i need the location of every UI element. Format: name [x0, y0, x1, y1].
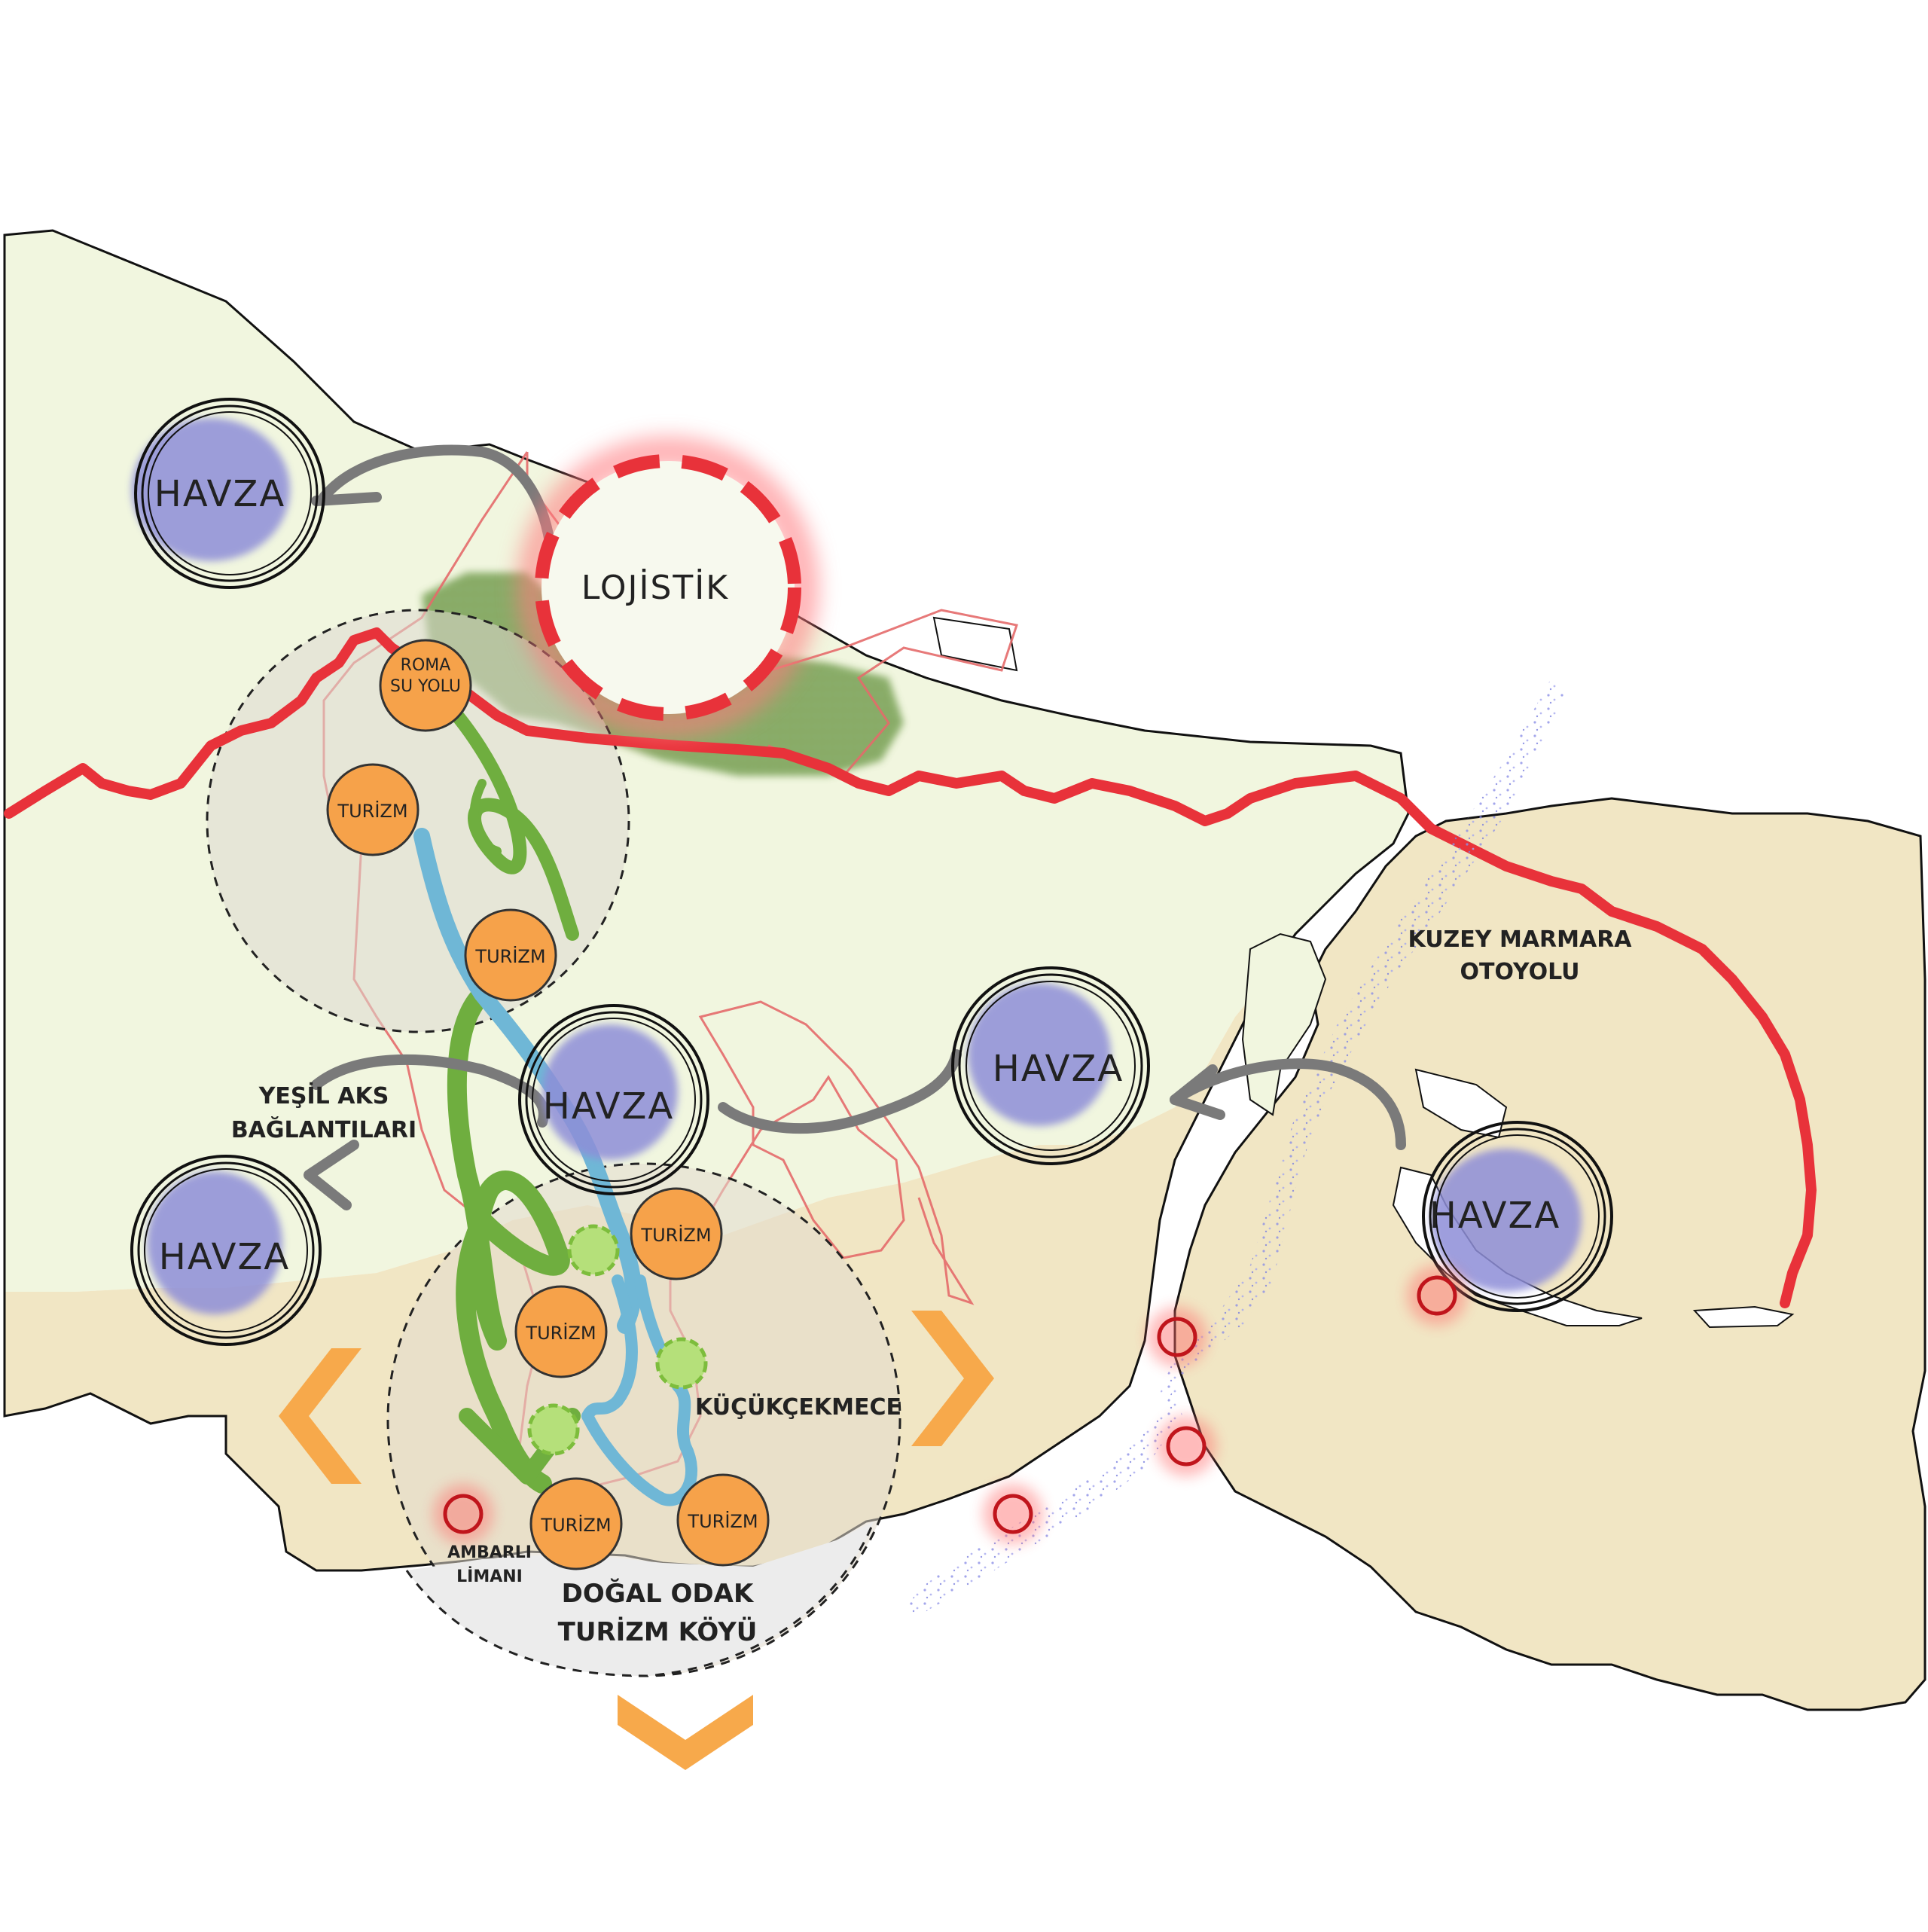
turizm-label-3: TURİZM [640, 1224, 711, 1246]
green-axis-loop [469, 779, 502, 856]
arrow-havza-center-2 [718, 1049, 962, 1134]
sea-part-of-circle [407, 1521, 874, 1676]
turizm-label-2: TURİZM [474, 945, 545, 967]
green-node-3[interactable] [527, 1403, 580, 1456]
arrow-havza-nw-head [311, 492, 382, 506]
havza-label-sw: HAVZA [159, 1236, 290, 1278]
turizm-node-2[interactable]: TURİZM [464, 908, 557, 1002]
dogal-odak-label-1: DOĞAL ODAK [562, 1578, 755, 1609]
yesil-aks-label-2: BAĞLANTILARI [231, 1116, 416, 1143]
kuzey-marmara-highway [4, 627, 1817, 1308]
havza-label-center: HAVZA [543, 1085, 674, 1128]
kuzey-marmara-label-2: OTOYOLU [1460, 959, 1580, 985]
crossing-marker-1[interactable] [983, 1484, 1043, 1544]
yesil-aks-label-1: YEŞİL AKS [258, 1082, 389, 1109]
turizm-label-4: TURİZM [525, 1322, 596, 1344]
havza-node-nw[interactable]: HAVZA [132, 398, 325, 589]
arrow-havza-center [311, 1054, 549, 1128]
chevron-right-icon [911, 1311, 994, 1446]
flow-arrows [304, 444, 1406, 1210]
lojistik-node[interactable]: LOJİSTİK [517, 437, 819, 738]
green-axis-lower [447, 984, 570, 1494]
green-small-nodes [527, 1224, 708, 1456]
havza-node-center[interactable]: HAVZA [518, 1004, 709, 1195]
arrow-havza-nw [319, 444, 555, 548]
corridor-band-lower [904, 1386, 1182, 1616]
turizm-label-5: TURİZM [540, 1514, 611, 1536]
havza-node-sw[interactable]: HAVZA [130, 1155, 322, 1346]
roma-label-line1: ROMA [401, 656, 451, 675]
arrow-havza-east [1170, 1058, 1406, 1150]
havza-label-middle-east: HAVZA [993, 1048, 1124, 1090]
ambarli-port-marker[interactable] [433, 1484, 493, 1544]
kucukcekmece-label: KÜÇÜKÇEKMECE [695, 1393, 901, 1421]
turizm-node-5[interactable]: TURİZM [529, 1477, 623, 1570]
arrow-havza-east-head [1170, 1064, 1225, 1120]
havza-label-east: HAVZA [1429, 1195, 1560, 1237]
turizm-label-1: TURİZM [337, 800, 407, 822]
havza-node-middle-east[interactable]: HAVZA [951, 966, 1150, 1165]
bosphorus-corridor [904, 678, 1566, 1616]
arrow-havza-center-head [304, 1140, 359, 1210]
lojistik-label: LOJİSTİK [581, 568, 729, 607]
inlet-3 [1692, 1305, 1795, 1329]
turizm-node-4[interactable]: TURİZM [514, 1285, 608, 1378]
crossing-markers [433, 1265, 1467, 1544]
turizm-node-1[interactable]: TURİZM [326, 763, 419, 856]
ambarli-label-2: LİMANI [456, 1567, 523, 1586]
turizm-node-6[interactable]: TURİZM [676, 1473, 770, 1567]
chevron-down-icon [618, 1695, 753, 1770]
crossing-marker-4[interactable] [1407, 1265, 1467, 1326]
turizm-label-6: TURİZM [687, 1510, 758, 1532]
havza-node-east[interactable]: HAVZA [1422, 1121, 1613, 1312]
green-axis-upper [430, 686, 579, 941]
green-node-1[interactable] [567, 1224, 620, 1277]
kuzey-marmara-label-1: KUZEY MARMARA [1408, 926, 1632, 953]
dogal-odak-label-2: TURİZM KÖYÜ [558, 1616, 758, 1647]
havza-label-nw: HAVZA [154, 473, 285, 515]
green-node-2[interactable] [655, 1337, 708, 1390]
small-boundary-patch [932, 616, 1018, 672]
circle-lower-arc [405, 1521, 875, 1677]
corridor-band-upper [1160, 678, 1566, 1393]
chevron-left-icon [279, 1348, 362, 1484]
crossing-marker-3[interactable] [1156, 1416, 1216, 1476]
turizm-node-3[interactable]: TURİZM [630, 1187, 723, 1280]
orange-chevrons [279, 1311, 994, 1770]
crossing-marker-2[interactable] [1147, 1307, 1207, 1367]
roma-su-yolu-node[interactable]: ROMA SU YOLU [379, 639, 472, 732]
ambarli-label-1: AMBARLI [447, 1543, 532, 1562]
roma-label-line2: SU YOLU [390, 677, 461, 696]
